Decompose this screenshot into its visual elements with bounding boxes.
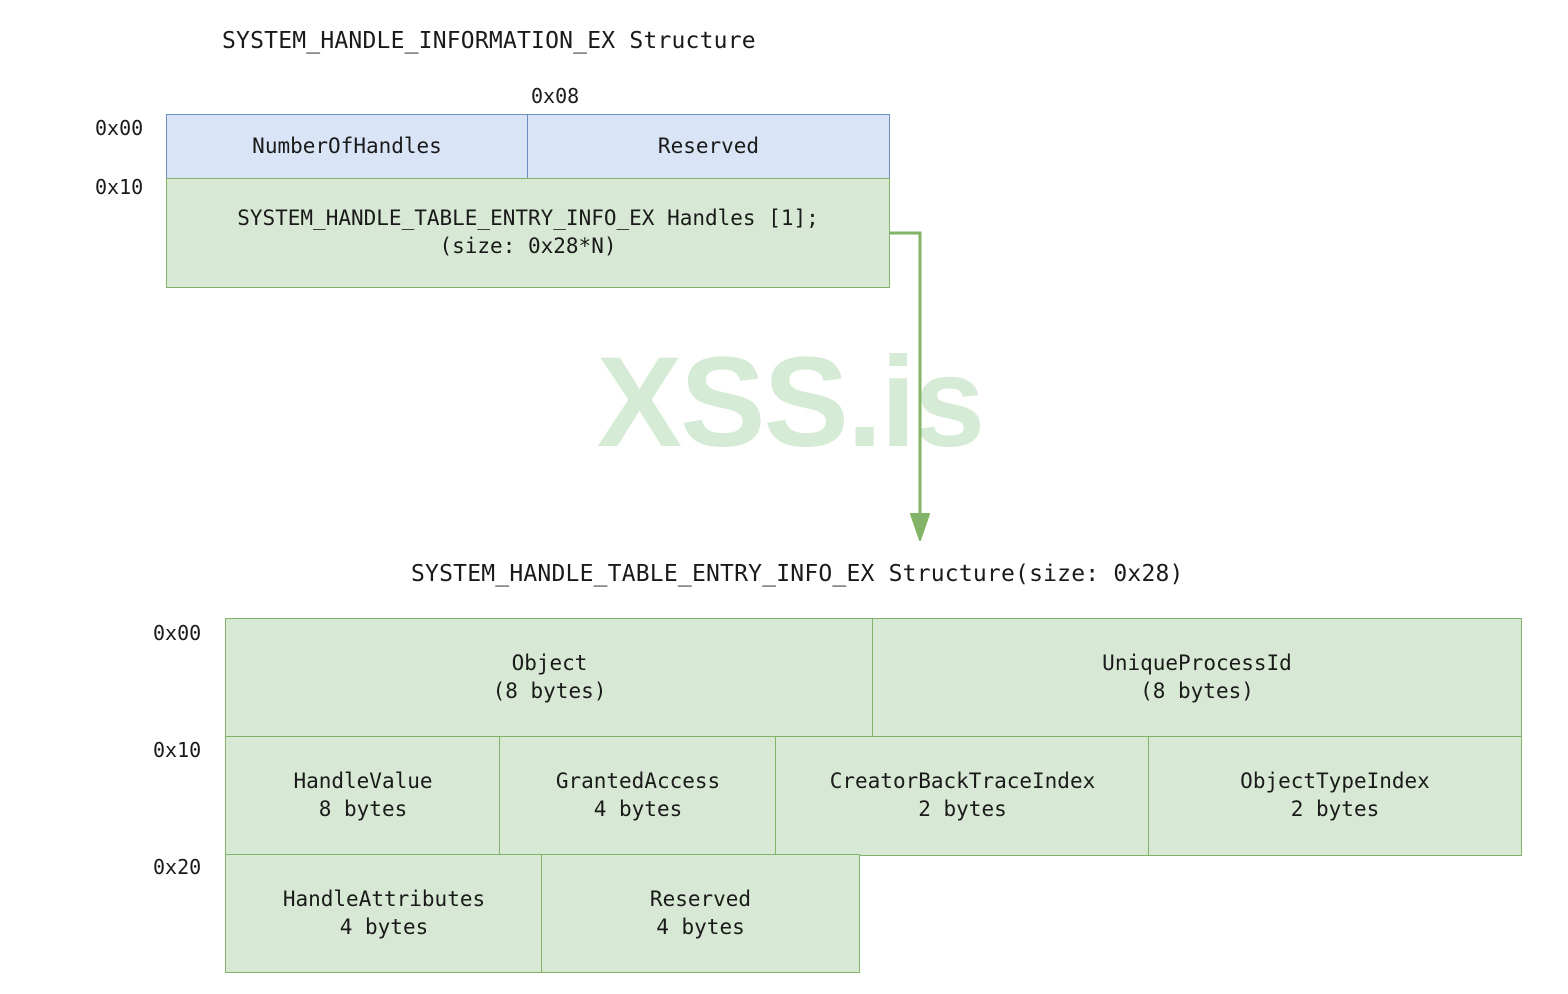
field-sublabel: 4 bytes (593, 797, 683, 821)
field-label: ObjectTypeIndex (1240, 769, 1430, 794)
field-sublabel: (8 bytes) (492, 679, 607, 703)
field-sublabel: 8 bytes (318, 797, 408, 821)
field-sublabel: 2 bytes (1290, 797, 1380, 821)
bottom-structure-title: SYSTEM_HANDLE_TABLE_ENTRY_INFO_EX Struct… (411, 561, 1184, 587)
field-label: GrantedAccess (555, 769, 721, 794)
top-row-offset-0x10: 0x10 (95, 175, 144, 199)
field-label: UniqueProcessId (1102, 651, 1292, 676)
field-sublabel: (8 bytes) (1140, 679, 1254, 703)
field-label: Object (511, 651, 588, 676)
field-sublabel: 2 bytes (918, 797, 1007, 821)
field-sublabel: 4 bytes (656, 914, 745, 939)
field-label: HandleValue (293, 769, 433, 794)
field-label: NumberOfHandles (252, 133, 442, 158)
field-handles-array: SYSTEM_HANDLE_TABLE_ENTRY_INFO_EX Handle… (166, 178, 890, 288)
field-creator-backtrace-index: CreatorBackTraceIndex 2 bytes (775, 736, 1150, 856)
bottom-row-offset-0x10: 0x10 (153, 738, 202, 762)
field-reserved-top: Reserved (527, 114, 890, 179)
field-label: Reserved (649, 886, 752, 911)
field-label: HandleAttributes (282, 886, 486, 911)
top-row-offset-0x00: 0x00 (95, 116, 144, 140)
bottom-row-offset-0x00: 0x00 (153, 621, 202, 645)
field-handle-value: HandleValue 8 bytes (225, 736, 501, 856)
field-sublabel: 4 bytes (339, 914, 429, 939)
field-granted-access: GrantedAccess 4 bytes (499, 736, 777, 856)
top-column-offset-0x08: 0x08 (531, 84, 580, 108)
field-object-type-index: ObjectTypeIndex 2 bytes (1148, 736, 1522, 856)
arrow-down-icon (890, 231, 930, 541)
watermark-xss-is: XSS.is (596, 331, 985, 474)
field-handle-attributes: HandleAttributes 4 bytes (225, 854, 543, 973)
field-object: Object (8 bytes) (225, 618, 874, 738)
field-reserved-bottom: Reserved 4 bytes (541, 854, 860, 973)
field-number-of-handles: NumberOfHandles (166, 114, 528, 179)
field-sublabel: (size: 0x28*N) (439, 234, 617, 258)
field-label: Reserved (657, 133, 760, 158)
bottom-row-offset-0x20: 0x20 (153, 855, 202, 879)
top-structure-title: SYSTEM_HANDLE_INFORMATION_EX Structure (222, 28, 756, 54)
field-label: SYSTEM_HANDLE_TABLE_ENTRY_INFO_EX Handle… (237, 206, 819, 231)
field-label: CreatorBackTraceIndex (829, 769, 1096, 794)
field-unique-process-id: UniqueProcessId (8 bytes) (872, 618, 1522, 738)
